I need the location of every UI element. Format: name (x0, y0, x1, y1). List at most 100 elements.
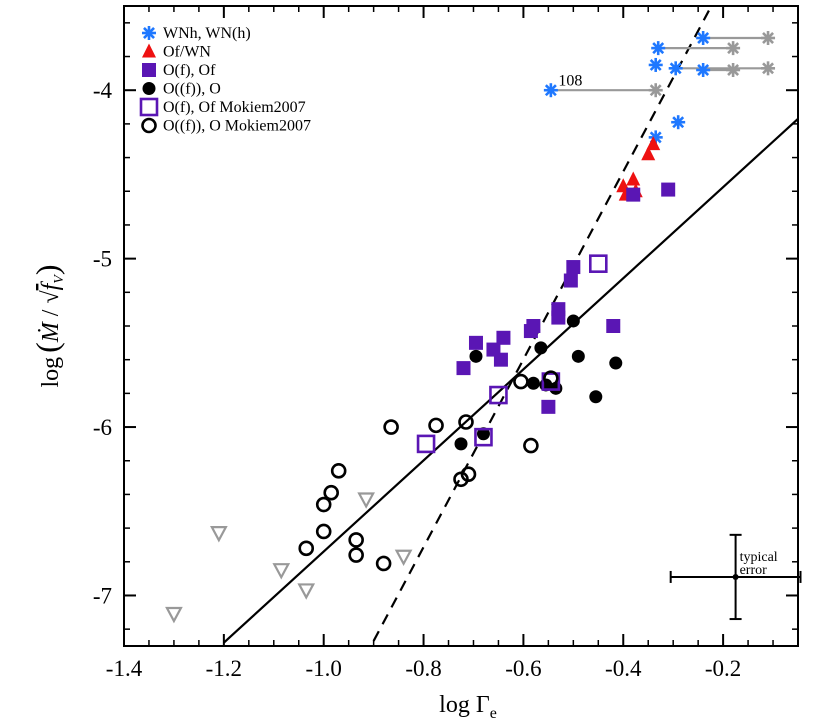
data-point-shape (489, 385, 508, 405)
shifted-point-marker-stroke (649, 84, 662, 97)
data-point (474, 427, 493, 447)
y-tick-label: -6 (93, 415, 112, 440)
data-point-shape (551, 310, 566, 325)
legend-label: O((f)), O (163, 81, 221, 98)
data-point-stroke (697, 64, 710, 76)
x-tick-label: -0.8 (405, 656, 441, 681)
data-point-stroke (649, 58, 662, 71)
shifted-point-marker (726, 41, 741, 56)
data-point (272, 563, 291, 580)
data-point (330, 463, 347, 479)
data-point-shape (330, 463, 347, 479)
data-point-shape (348, 532, 364, 548)
data-point-stroke (652, 42, 665, 55)
error-label-line2: error (740, 563, 768, 578)
x-tick-label: -1.2 (206, 656, 242, 681)
data-point (696, 31, 711, 45)
data-point (648, 57, 663, 72)
legend-marker (142, 43, 156, 58)
data-point-shape (456, 361, 471, 376)
data-point-shape (571, 349, 585, 363)
data-point (563, 273, 578, 288)
data-point (606, 319, 621, 333)
x-tick-label: -0.2 (705, 656, 741, 681)
data-point (454, 437, 468, 451)
data-point-shape (543, 370, 559, 387)
data-point-shape (606, 319, 621, 333)
legend-marker (142, 63, 156, 77)
error-label-line1: typical (740, 550, 778, 565)
y-tick-label: -4 (93, 78, 113, 103)
legend-marker-shape (142, 63, 156, 77)
data-point-shape (298, 540, 315, 557)
data-point (671, 115, 686, 130)
data-point (626, 187, 641, 202)
data-point-shape (458, 414, 474, 430)
data-point (513, 373, 529, 390)
legend-label: Of/WN (163, 44, 211, 61)
series-3 (454, 314, 623, 451)
data-point-shape (626, 171, 641, 186)
data-point-shape (474, 427, 493, 447)
data-point (526, 376, 540, 390)
data-point-shape (315, 523, 332, 540)
legend-marker (142, 82, 156, 95)
data-point (416, 434, 436, 454)
data-point (566, 314, 580, 328)
data-point-shape (315, 496, 332, 513)
fit-lines (223, 6, 798, 644)
data-point (566, 260, 581, 275)
annotations: 108 (558, 72, 582, 89)
shifted-point-marker (648, 83, 663, 98)
data-point-shape (428, 417, 444, 434)
legend-label: O(f), Of (163, 62, 216, 79)
data-point (571, 349, 585, 363)
data-point-shape (541, 372, 561, 391)
fit-line-dashed (372, 6, 713, 642)
data-point (523, 324, 538, 339)
data-point-shape (348, 547, 364, 563)
legend-item: O((f)), O (142, 81, 221, 98)
data-point-shape (566, 260, 581, 275)
data-point-shape (272, 563, 291, 580)
data-point-shape (661, 182, 676, 197)
data-point-shape (416, 434, 436, 454)
shifted-point-marker-stroke (727, 42, 740, 55)
data-point (165, 606, 183, 624)
shifted-point-marker (761, 31, 776, 45)
data-point-shape (469, 349, 483, 363)
data-point (458, 414, 474, 430)
data-point (357, 492, 375, 509)
error-bar-center (732, 573, 739, 580)
data-point (456, 361, 471, 376)
legend-marker-shape (142, 43, 156, 58)
data-point (609, 356, 623, 370)
data-point (323, 484, 339, 501)
legend-marker-shape (141, 117, 157, 134)
data-point (453, 471, 469, 488)
x-tick-label: -0.4 (605, 656, 642, 681)
ticks: -1.4-1.2-1.0-0.8-0.6-0.4-0.2-7-6-5-4 (93, 6, 799, 681)
data-point-shape (641, 146, 656, 161)
data-point (315, 523, 332, 540)
data-point-shape (493, 352, 508, 367)
data-point (297, 583, 316, 600)
series-6 (165, 492, 413, 624)
legend-marker-shape (139, 97, 159, 117)
data-point (588, 254, 608, 273)
data-point-shape (375, 555, 392, 572)
legend-item: O((f)), O Mokiem2007 (141, 117, 311, 135)
data-point (541, 399, 556, 414)
legend-marker-shape (142, 82, 156, 95)
data-point-stroke (697, 32, 710, 44)
data-point (668, 61, 683, 76)
data-point-shape (383, 419, 399, 435)
data-point-shape (526, 376, 540, 390)
shifted-point-marker (726, 63, 741, 77)
data-point (468, 335, 483, 350)
arrows (550, 31, 776, 98)
data-point-shape (609, 356, 623, 370)
data-point-shape (523, 437, 539, 454)
legend-marker (141, 117, 157, 134)
